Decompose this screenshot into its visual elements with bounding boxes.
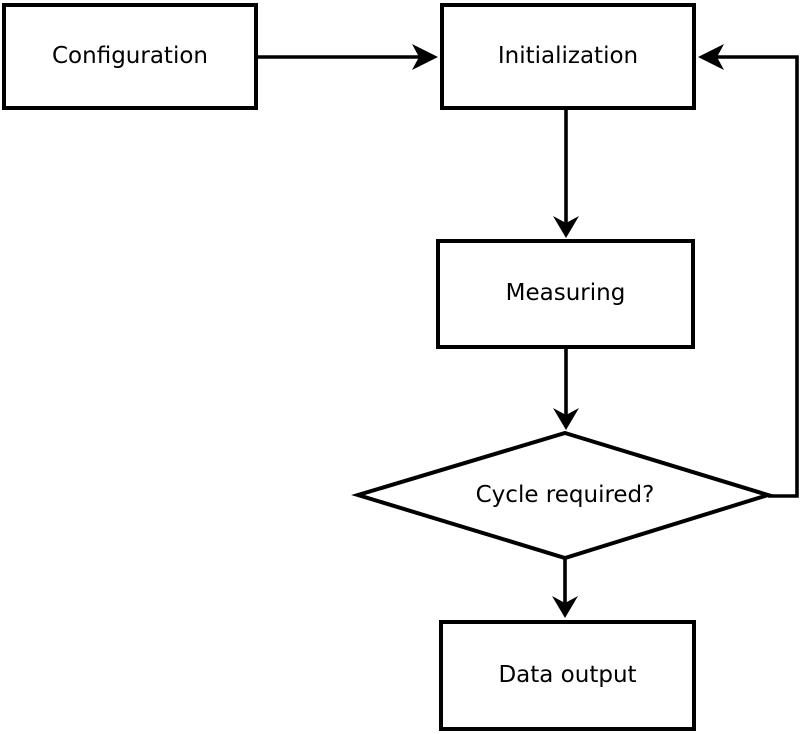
node-initialization: Initialization xyxy=(440,3,696,110)
node-cycle-required-shape xyxy=(351,430,775,561)
arrowhead-into-data-output xyxy=(552,596,578,618)
node-configuration: Configuration xyxy=(2,3,258,110)
arrowhead-into-initialization-left xyxy=(412,44,438,70)
arrowhead-into-initialization-right xyxy=(698,44,724,70)
node-cycle-required-label: Cycle required? xyxy=(475,482,655,508)
node-measuring-label: Measuring xyxy=(505,280,626,307)
node-measuring: Measuring xyxy=(436,239,695,349)
node-data-output: Data output xyxy=(439,620,696,731)
node-initialization-label: Initialization xyxy=(497,42,639,69)
arrowhead-into-cycle-required xyxy=(553,408,579,430)
arrowhead-into-measuring xyxy=(553,216,579,238)
edge-cycle-required-to-initialization-loop xyxy=(716,55,799,498)
node-cycle-required: Cycle required? xyxy=(415,481,715,509)
node-configuration-label: Configuration xyxy=(52,42,208,69)
node-data-output-label: Data output xyxy=(498,661,637,688)
